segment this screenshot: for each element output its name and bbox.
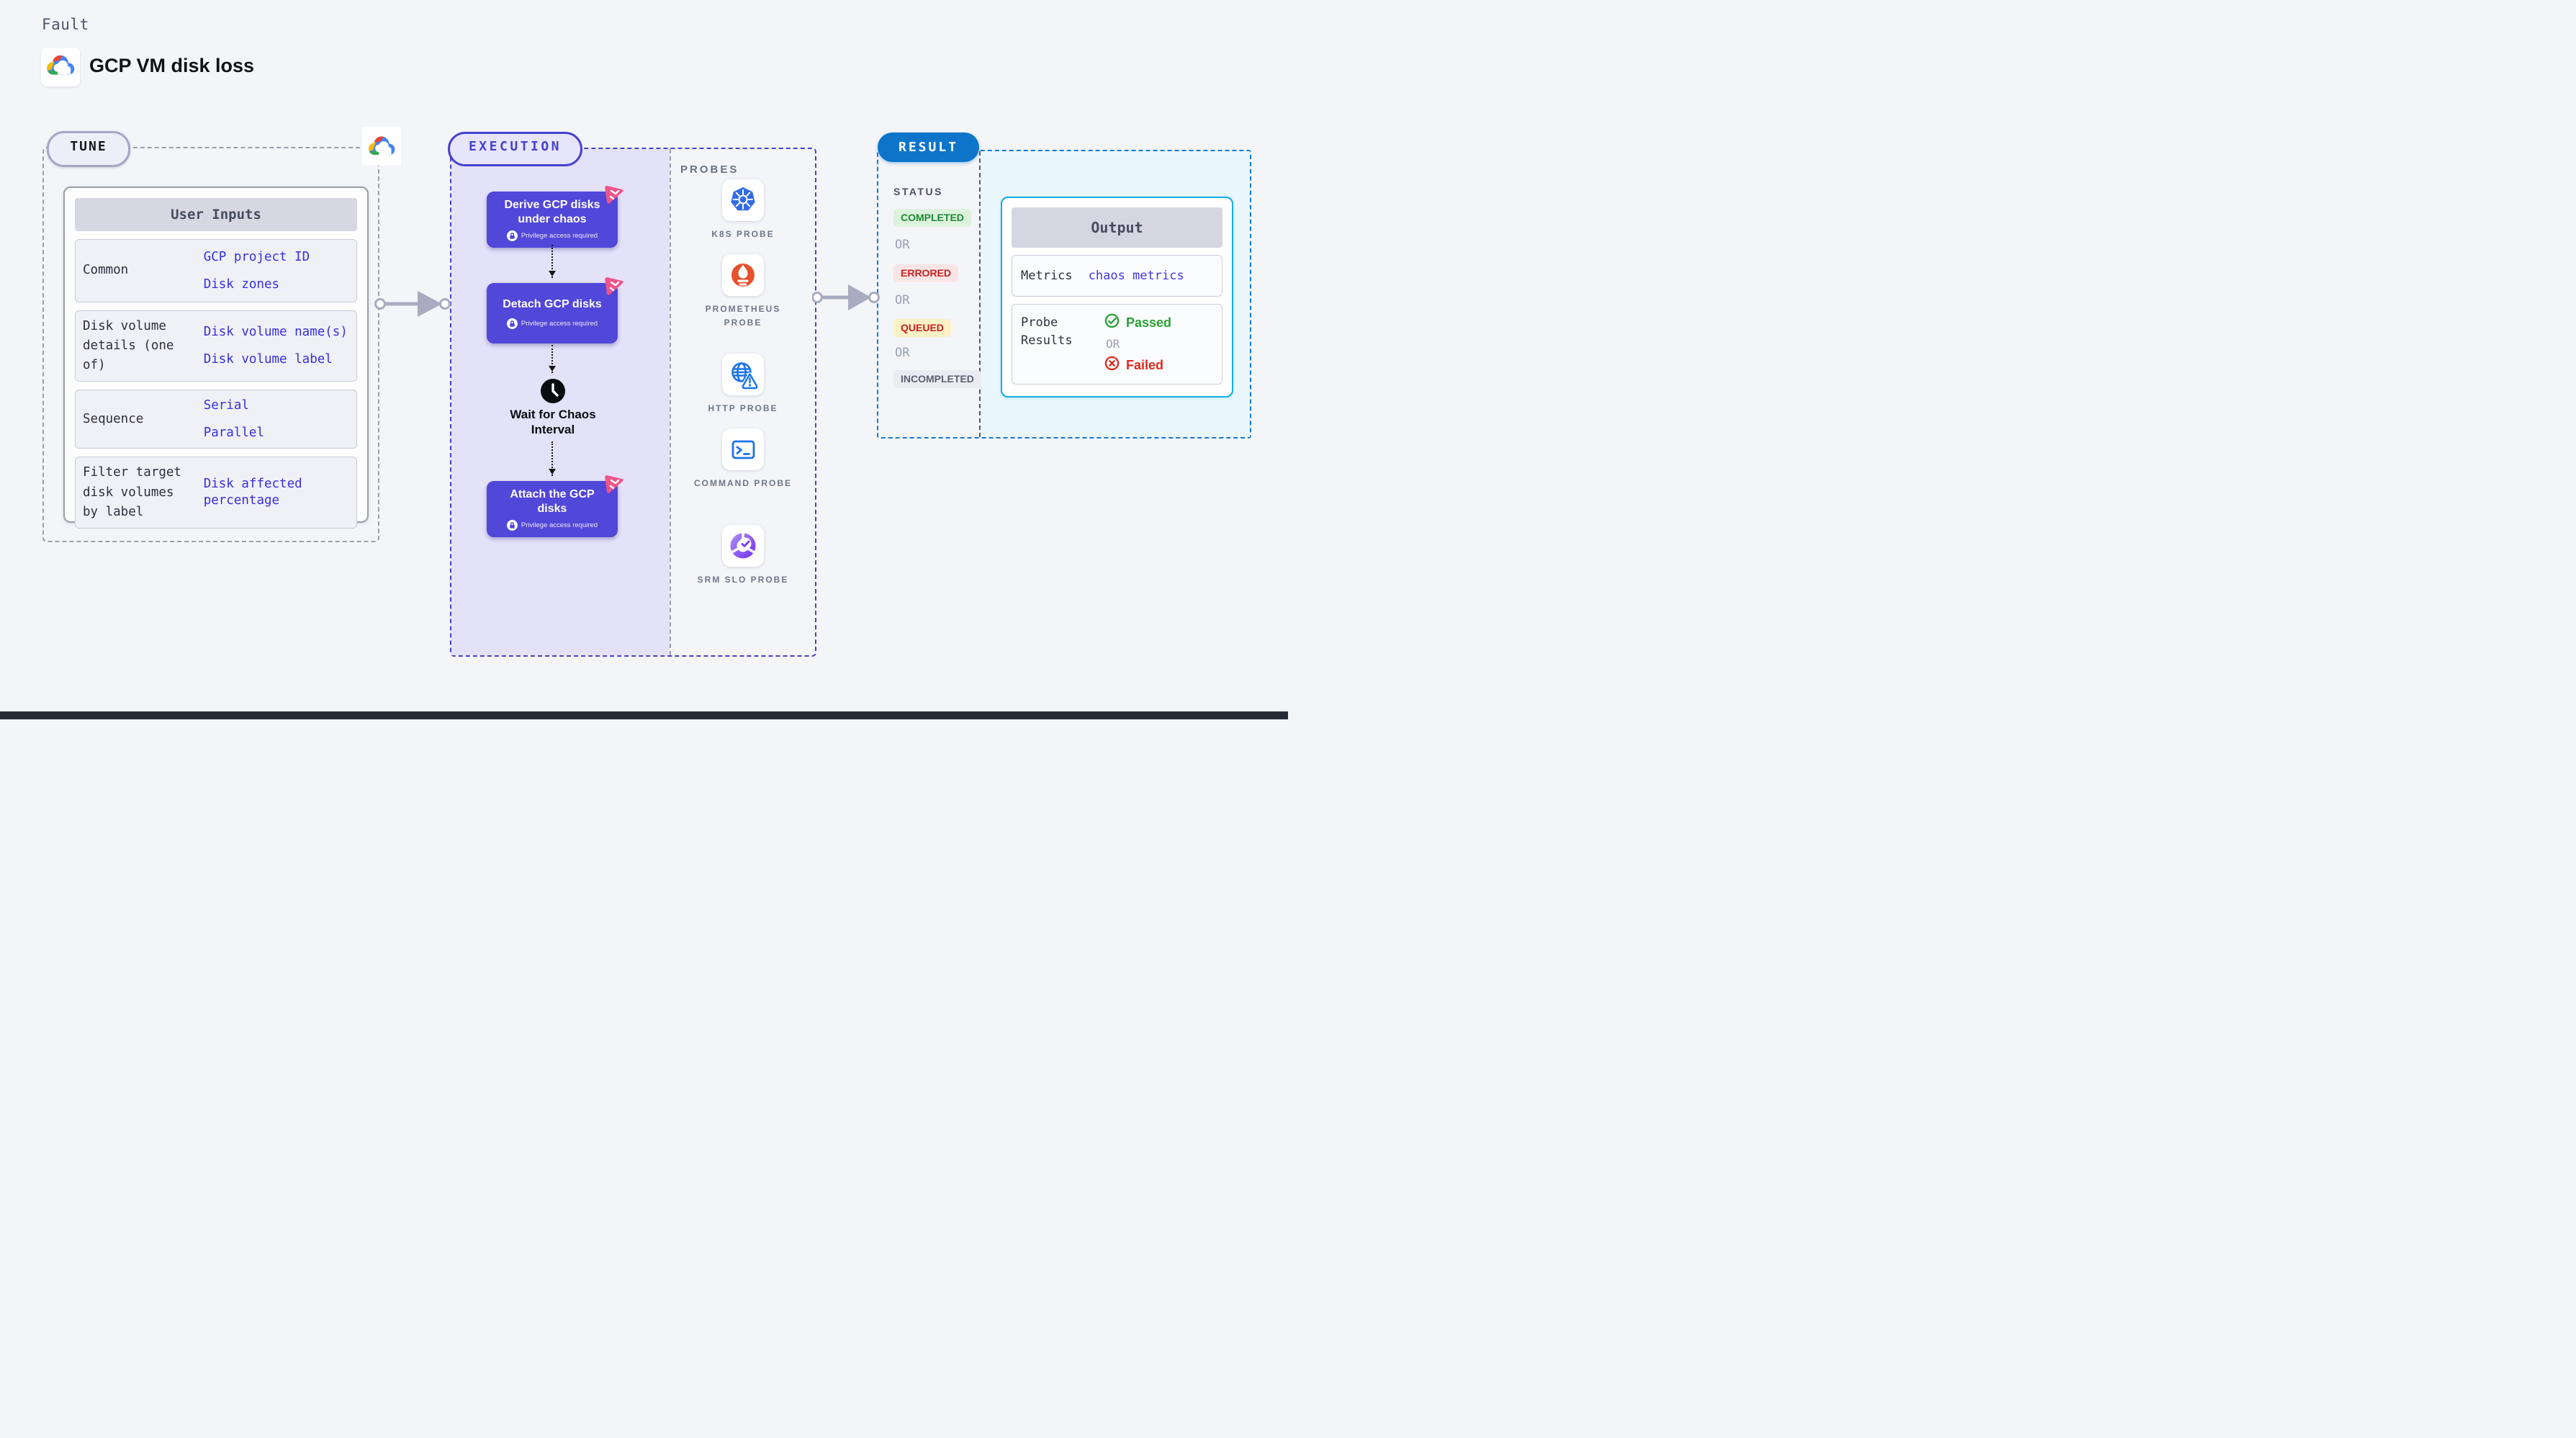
result-section: STATUS COMPLETED OR ERRORED OR QUEUED OR… bbox=[877, 150, 1251, 439]
slo-donut-icon bbox=[722, 525, 764, 567]
metrics-label: Metrics bbox=[1021, 268, 1073, 283]
probes-label: PROBES bbox=[680, 163, 739, 176]
x-circle-icon bbox=[1104, 356, 1120, 374]
step-title: Attach the GCP disks bbox=[510, 488, 595, 515]
row-value: GCP project ID bbox=[203, 249, 310, 264]
table-header: User Inputs bbox=[75, 198, 357, 231]
step-title: Derive GCP disks under chaos bbox=[504, 199, 600, 225]
execution-pill: EXECUTION bbox=[448, 132, 582, 166]
chaos-icon bbox=[603, 276, 624, 296]
status-badge-completed: COMPLETED bbox=[893, 209, 971, 227]
arrow-execution-to-result bbox=[812, 284, 880, 310]
probe-result-passed: Passed bbox=[1104, 313, 1171, 332]
table-row-filter-by-label: Filter target disk volumes by label Disk… bbox=[75, 457, 357, 529]
step-title: Detach GCP disks bbox=[503, 297, 602, 310]
probe-command: COMMAND PROBE bbox=[671, 428, 815, 490]
or-separator: OR bbox=[895, 346, 910, 360]
clock-icon bbox=[540, 378, 566, 408]
status-badge-errored: ERRORED bbox=[893, 264, 959, 282]
row-label: Filter target disk volumes by label bbox=[83, 465, 181, 519]
table-row-disk-volume-details: Disk volume details (one of) Disk volume… bbox=[75, 310, 357, 382]
gcp-logo-card bbox=[41, 48, 80, 86]
user-inputs-table: User Inputs Common GCP project ID Disk z… bbox=[63, 187, 369, 529]
row-value: Parallel bbox=[203, 425, 264, 440]
terminal-icon bbox=[722, 428, 764, 470]
flow-connector bbox=[549, 245, 556, 278]
lock-icon bbox=[506, 230, 518, 242]
lock-icon bbox=[506, 318, 518, 330]
fault-diagram: Fault bbox=[0, 0, 1288, 719]
table-row-sequence: Sequence Serial Parallel bbox=[75, 390, 357, 449]
flow-connector bbox=[549, 345, 556, 373]
arrow-tune-to-execution bbox=[374, 291, 451, 317]
row-value: Disk volume label bbox=[203, 352, 333, 367]
probe-results-label: Probe Results bbox=[1021, 315, 1073, 348]
flow-connector bbox=[549, 441, 556, 476]
row-label: Disk volume details (one of) bbox=[83, 319, 174, 373]
privilege-label: Privilege access required bbox=[521, 232, 598, 241]
fault-kicker: Fault bbox=[42, 16, 89, 33]
row-value: Disk volume name(s) bbox=[203, 325, 348, 340]
chaos-icon bbox=[603, 474, 624, 494]
check-circle-icon bbox=[1104, 313, 1120, 332]
wait-chaos-interval-label: Wait for Chaos Interval bbox=[510, 408, 596, 437]
privilege-label: Privilege access required bbox=[521, 521, 598, 530]
status-badge-queued: QUEUED bbox=[893, 319, 951, 337]
bottom-bar bbox=[0, 711, 1288, 719]
step-attach-gcp-disks: Attach the GCP disks Privilege access re… bbox=[487, 475, 623, 538]
page-title: GCP VM disk loss bbox=[89, 55, 255, 76]
metrics-row: Metrics chaos metrics bbox=[1012, 255, 1222, 297]
probe-results-row: Probe Results Passed OR bbox=[1012, 304, 1222, 385]
gcp-cloud-corner-icon bbox=[362, 127, 401, 166]
status-label: STATUS bbox=[893, 186, 943, 197]
row-label: Sequence bbox=[83, 411, 144, 426]
output-card: Output Metrics chaos metrics Probe Resul… bbox=[1001, 197, 1233, 397]
probe-name: K8S PROBE bbox=[711, 229, 775, 239]
metrics-value: chaos metrics bbox=[1088, 269, 1184, 283]
probe-name: COMMAND PROBE bbox=[694, 478, 792, 488]
chaos-icon bbox=[603, 184, 624, 205]
or-separator: OR bbox=[895, 293, 910, 307]
row-value: Serial bbox=[203, 398, 249, 413]
execution-section: Derive GCP disks under chaos Privilege a… bbox=[450, 148, 816, 657]
or-separator: OR bbox=[895, 238, 910, 252]
probe-prometheus: PROMETHEUS PROBE bbox=[671, 254, 815, 330]
probe-k8s: K8S PROBE bbox=[671, 179, 815, 241]
row-value: Disk zones bbox=[203, 277, 280, 292]
step-detach-gcp-disks: Detach GCP disks Privilege access requir… bbox=[487, 277, 623, 343]
probes-panel: PROBES K8S PROBE bbox=[670, 149, 815, 655]
tune-section: User Inputs Common GCP project ID Disk z… bbox=[42, 147, 379, 542]
table-row-common: Common GCP project ID Disk zones bbox=[75, 239, 357, 302]
probe-name: PROMETHEUS PROBE bbox=[705, 304, 781, 328]
tune-pill: TUNE bbox=[47, 131, 130, 167]
kubernetes-icon bbox=[722, 179, 764, 221]
status-badge-incompleted: INCOMPLETED bbox=[893, 370, 981, 388]
result-pill: RESULT bbox=[878, 132, 979, 162]
output-header: Output bbox=[1012, 207, 1222, 248]
step-derive-gcp-disks: Derive GCP disks under chaos Privilege a… bbox=[487, 186, 623, 248]
probe-name: HTTP PROBE bbox=[708, 403, 778, 413]
lock-icon bbox=[506, 520, 518, 531]
or-separator: OR bbox=[1106, 337, 1120, 351]
prometheus-icon bbox=[722, 254, 764, 296]
row-label: Common bbox=[83, 263, 129, 278]
http-globe-icon bbox=[722, 354, 764, 395]
probe-result-failed: Failed bbox=[1104, 356, 1171, 374]
probe-http: HTTP PROBE bbox=[671, 354, 815, 415]
probe-srm-slo: SRM SLO PROBE bbox=[671, 525, 815, 587]
privilege-label: Privilege access required bbox=[521, 320, 598, 328]
row-value: Disk affected percentage bbox=[203, 477, 302, 508]
gcp-cloud-icon bbox=[45, 52, 76, 83]
probe-name: SRM SLO PROBE bbox=[697, 575, 789, 585]
